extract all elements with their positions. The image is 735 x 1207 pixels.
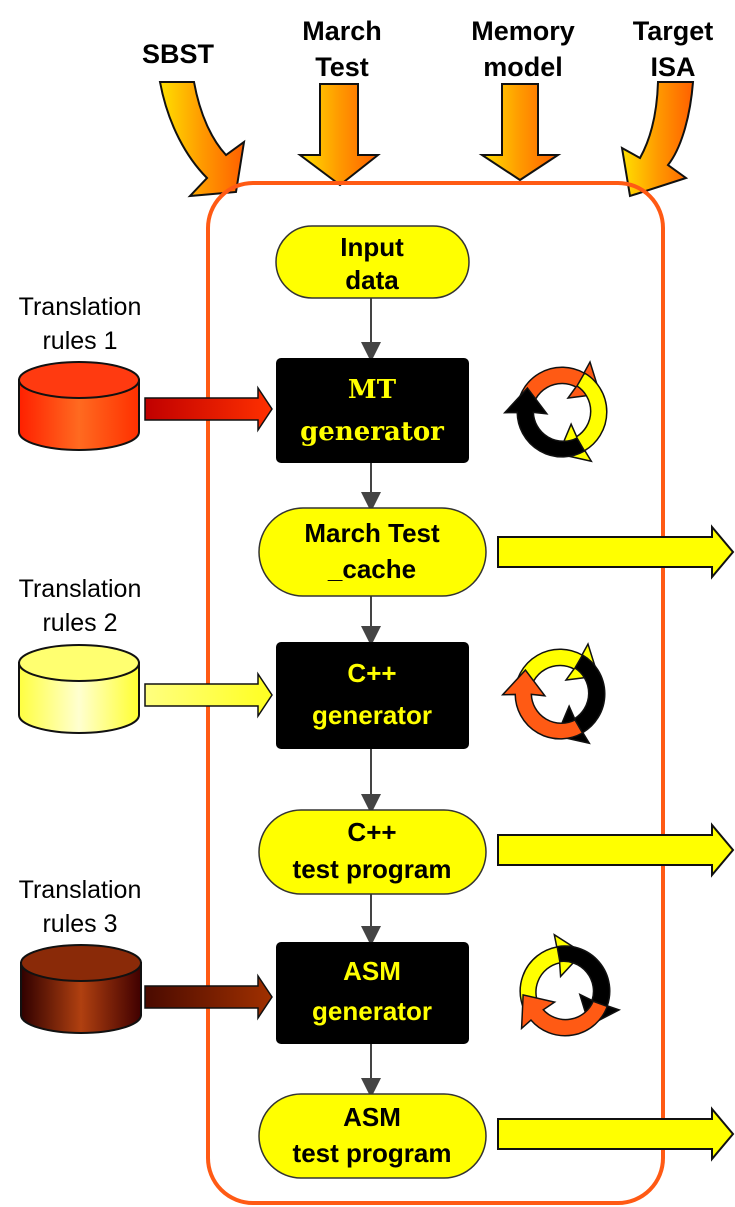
input-label-isa-line2: ISA <box>650 52 695 82</box>
node-mt-generator-line1: MT <box>348 375 397 405</box>
node-asm-generator <box>276 942 469 1044</box>
arrow-sbst <box>158 81 246 198</box>
node-asm-generator-line1: ASM <box>343 956 401 986</box>
node-asm-generator-line2: generator <box>312 996 432 1026</box>
database-icon-rules-2 <box>18 644 140 734</box>
node-asm-test-program <box>258 1093 487 1179</box>
output-arrow-cpp-test-program <box>497 822 735 878</box>
rules-2-arrow <box>144 671 273 719</box>
node-march-test-cache-line1: March Test <box>304 518 440 548</box>
node-mt-generator <box>276 358 469 463</box>
node-cpp-test-program-line2: test program <box>293 854 452 884</box>
rules-3-label-line2: rules 3 <box>42 910 117 938</box>
node-cpp-generator-line2: generator <box>312 700 432 730</box>
arrow-march-test <box>297 83 381 187</box>
input-label-memory-line2: model <box>483 52 563 82</box>
node-input-data-line2: data <box>345 265 399 295</box>
arrow-memory-model <box>478 83 562 182</box>
rules-1-label-line2: rules 1 <box>42 327 117 355</box>
rules-1-arrow <box>144 385 273 433</box>
cycle-icon-1 <box>502 360 608 463</box>
node-input-data-line1: Input <box>340 232 404 262</box>
node-cpp-generator-line1: C++ <box>347 658 396 688</box>
input-label-sbst: SBST <box>142 39 215 69</box>
node-cpp-test-program-line1: C++ <box>347 817 396 847</box>
input-label-isa-line1: Target <box>633 16 714 46</box>
rules-3-label-line1: Translation <box>19 876 142 904</box>
output-arrow-march-test-cache <box>497 524 735 580</box>
cycle-icon-3 <box>519 933 622 1037</box>
database-icon-rules-3 <box>20 944 142 1034</box>
database-icon-rules-1 <box>18 361 140 451</box>
input-label-memory-line1: Memory <box>471 16 575 46</box>
rules-1-label-line1: Translation <box>19 293 142 321</box>
input-label-march-line2: Test <box>315 52 369 82</box>
rules-2-label-line2: rules 2 <box>42 609 117 637</box>
arrow-target-isa <box>620 81 695 198</box>
node-cpp-generator <box>276 642 469 749</box>
rules-3-arrow <box>144 973 273 1021</box>
cycle-icon-2 <box>500 642 606 745</box>
rules-2-label-line1: Translation <box>19 575 142 603</box>
node-asm-test-program-line1: ASM <box>343 1102 401 1132</box>
node-march-test-cache <box>258 507 487 597</box>
node-input-data <box>275 225 470 299</box>
input-label-march-line1: March <box>302 16 382 46</box>
node-mt-generator-line2: generator <box>300 417 444 447</box>
output-arrow-asm-test-program <box>497 1106 735 1162</box>
node-cpp-test-program <box>258 809 487 895</box>
node-asm-test-program-line2: test program <box>293 1138 452 1168</box>
node-march-test-cache-line2: _cache <box>327 554 416 584</box>
